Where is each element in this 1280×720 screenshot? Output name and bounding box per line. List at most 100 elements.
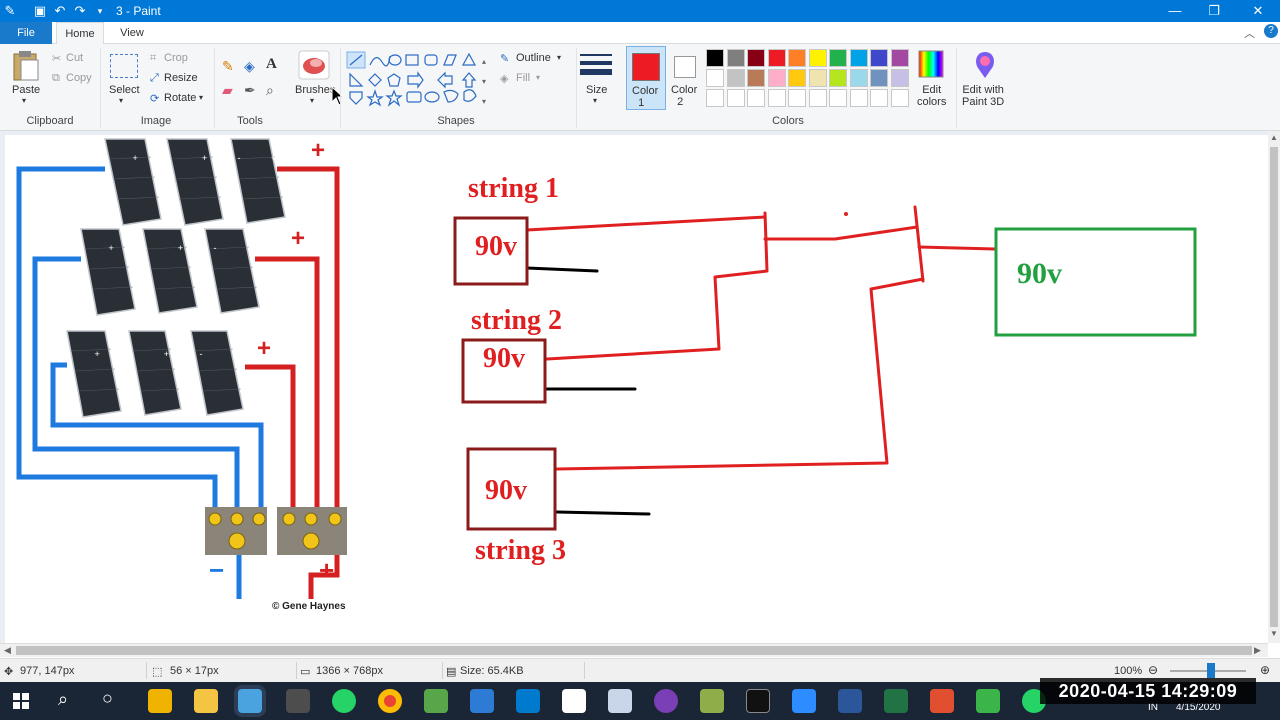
- restore-button[interactable]: ❐: [1208, 3, 1220, 18]
- edit-colors-icon[interactable]: [918, 50, 944, 78]
- pencil-icon[interactable]: ✎: [222, 58, 234, 74]
- help-icon[interactable]: ?: [1264, 24, 1278, 38]
- palette-color-swatch[interactable]: [890, 49, 909, 67]
- select-icon[interactable]: [110, 54, 138, 78]
- horizontal-scroll-thumb[interactable]: [16, 646, 1252, 655]
- palette-color-swatch[interactable]: [788, 89, 806, 107]
- palette-color-swatch[interactable]: [870, 69, 888, 87]
- zoom-in-icon[interactable]: ⊕: [1260, 663, 1271, 677]
- palette-color-swatch[interactable]: [747, 49, 765, 67]
- calculator-icon[interactable]: [286, 689, 310, 713]
- color1-selector[interactable]: Color 1: [626, 46, 666, 110]
- collapse-ribbon-icon[interactable]: ︿: [1244, 28, 1255, 40]
- size-icon[interactable]: [580, 52, 612, 80]
- vscode-icon[interactable]: [516, 689, 540, 713]
- palette-color-swatch[interactable]: [767, 49, 786, 67]
- notepad-plus-icon[interactable]: [424, 689, 448, 713]
- size-dropdown-icon[interactable]: ▾: [593, 96, 598, 105]
- crop-button[interactable]: Crop: [164, 52, 188, 64]
- recorder-app-icon[interactable]: [930, 689, 954, 713]
- windows-start-icon[interactable]: [13, 693, 29, 709]
- paste-dropdown-icon[interactable]: ▾: [22, 96, 27, 105]
- paste-icon[interactable]: [12, 50, 40, 82]
- brushes-button[interactable]: Brushes: [295, 84, 336, 96]
- scroll-down-icon[interactable]: ▼: [1270, 629, 1278, 638]
- palette-color-swatch[interactable]: [890, 89, 909, 107]
- rotate-button[interactable]: Rotate: [164, 92, 197, 104]
- input-language[interactable]: IN: [1148, 702, 1158, 713]
- copy-icon[interactable]: ⧉: [52, 72, 60, 84]
- palette-color-swatch[interactable]: [726, 89, 745, 107]
- palette-color-swatch[interactable]: [870, 49, 888, 67]
- vertical-scroll-thumb[interactable]: [1270, 147, 1278, 627]
- fill-button[interactable]: Fill: [516, 72, 531, 84]
- horizontal-scrollbar[interactable]: ◀ ▶: [0, 643, 1268, 657]
- media-app-icon[interactable]: [654, 689, 678, 713]
- camtasia-icon[interactable]: [976, 689, 1000, 713]
- text-icon[interactable]: A: [266, 56, 277, 72]
- tab-view[interactable]: View: [120, 27, 144, 39]
- outline-button[interactable]: Outline: [516, 52, 551, 64]
- eraser-icon[interactable]: ▰: [222, 82, 233, 98]
- crop-icon[interactable]: ⌗: [150, 52, 157, 64]
- fill-dropdown-icon[interactable]: ▾: [536, 73, 541, 82]
- size-button[interactable]: Size: [586, 84, 608, 96]
- resize-icon[interactable]: ⤢: [150, 72, 159, 84]
- brushes-dropdown-icon[interactable]: ▾: [310, 96, 315, 105]
- drawing-canvas[interactable]: + + + - + - + - + - + - + - + - + - + - …: [5, 135, 1268, 643]
- network-app-icon[interactable]: [470, 689, 494, 713]
- palette-color-swatch[interactable]: [808, 49, 827, 67]
- palette-color-swatch[interactable]: [890, 69, 909, 87]
- palette-color-swatch[interactable]: [726, 49, 745, 67]
- palette-color-swatch[interactable]: [849, 49, 868, 67]
- scroll-up-icon[interactable]: ▲: [1270, 133, 1278, 142]
- lock-app-icon[interactable]: [148, 689, 172, 713]
- palette-color-swatch[interactable]: [706, 89, 724, 107]
- scroll-left-icon[interactable]: ◀: [4, 645, 11, 655]
- palette-color-swatch[interactable]: [767, 89, 786, 107]
- select-dropdown-icon[interactable]: ▾: [119, 96, 124, 105]
- palette-color-swatch[interactable]: [726, 69, 745, 87]
- palette-color-swatch[interactable]: [767, 69, 786, 87]
- close-button[interactable]: ✕: [1252, 3, 1264, 18]
- resize-button[interactable]: Resize: [164, 72, 198, 84]
- file-explorer-icon[interactable]: [194, 689, 218, 713]
- palette-color-swatch[interactable]: [808, 69, 827, 87]
- window-app-icon[interactable]: [608, 689, 632, 713]
- palette-color-swatch[interactable]: [747, 89, 765, 107]
- cortana-icon[interactable]: ○: [102, 688, 113, 708]
- fill-icon[interactable]: ◈: [500, 73, 509, 85]
- brushes-icon[interactable]: [298, 50, 330, 80]
- rotate-icon[interactable]: ⟳: [150, 93, 160, 105]
- palette-color-swatch[interactable]: [849, 89, 868, 107]
- cut-icon[interactable]: ✂: [52, 53, 62, 65]
- editor-app-icon[interactable]: [700, 689, 724, 713]
- undo-icon[interactable]: ↶: [54, 3, 66, 18]
- tab-file[interactable]: File: [0, 22, 52, 44]
- palette-color-swatch[interactable]: [747, 69, 765, 87]
- palette-color-swatch[interactable]: [788, 69, 806, 87]
- palette-color-swatch[interactable]: [829, 69, 847, 87]
- word-icon[interactable]: [838, 689, 862, 713]
- palette-color-swatch[interactable]: [829, 89, 847, 107]
- vertical-scrollbar[interactable]: ▲ ▼: [1268, 131, 1280, 643]
- scroll-right-icon[interactable]: ▶: [1254, 645, 1261, 655]
- select-button[interactable]: Select: [109, 84, 140, 96]
- shapes-gallery[interactable]: ▴ ▾ ▾: [346, 50, 496, 112]
- document-app-icon[interactable]: [562, 689, 586, 713]
- minimize-button[interactable]: —: [1168, 3, 1182, 18]
- chrome-icon[interactable]: [378, 689, 402, 713]
- paste-button[interactable]: Paste: [12, 84, 41, 96]
- tab-home[interactable]: Home: [56, 22, 104, 44]
- whatsapp-icon[interactable]: [332, 689, 356, 713]
- palette-color-swatch[interactable]: [849, 69, 868, 87]
- outline-dropdown-icon[interactable]: ▾: [557, 53, 562, 62]
- fill-bucket-icon[interactable]: ◈: [244, 58, 255, 74]
- zoom-out-icon[interactable]: ⊖: [1148, 663, 1159, 677]
- palette-color-swatch[interactable]: [706, 49, 724, 67]
- paint-taskbar-icon[interactable]: [238, 689, 262, 713]
- copy-button[interactable]: Copy: [66, 72, 92, 84]
- zoom-slider-thumb[interactable]: [1207, 663, 1215, 678]
- magnifier-icon[interactable]: ⌕: [266, 82, 274, 98]
